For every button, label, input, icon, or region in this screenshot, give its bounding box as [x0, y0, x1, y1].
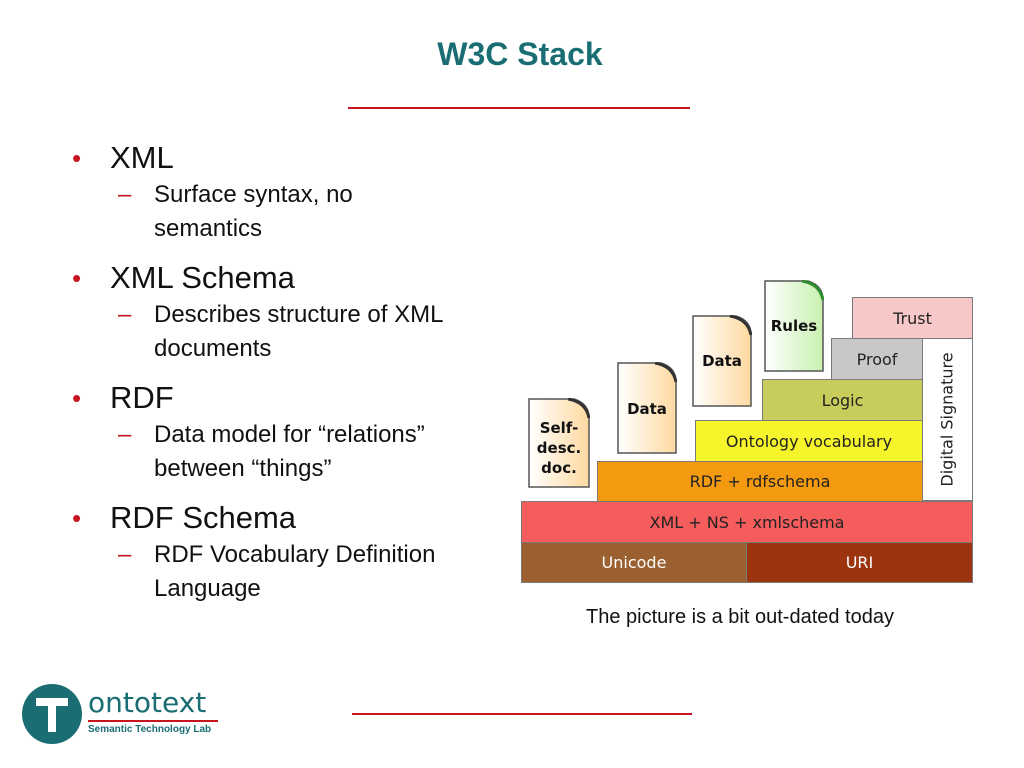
dash-icon: –: [118, 301, 132, 328]
dash-icon: –: [118, 421, 132, 448]
sub-bullet-line: documents: [154, 335, 272, 362]
bullet-item: • XML Schema – Describes structure of XML…: [72, 260, 512, 366]
bullet-item: • XML – Surface syntax, no semantics: [72, 140, 512, 246]
layer-label: RDF + rdfschema: [689, 472, 831, 491]
ontotext-logo: ontotext Semantic Technology Lab: [22, 684, 222, 746]
bullet-item: •RDF Schema – RDF Vocabulary Definition …: [72, 500, 512, 606]
doc-rules: Rules: [764, 280, 824, 372]
document-icon: [528, 398, 590, 488]
doc-label-line: desc.: [536, 439, 582, 457]
layer-ontology: Ontology vocabulary: [695, 420, 923, 462]
layer-label: Digital Signature: [938, 352, 958, 487]
sub-bullet-line: RDF Vocabulary Definition: [154, 541, 436, 568]
doc-data-1: Data: [617, 362, 677, 454]
title-underline: [348, 107, 690, 109]
layer-proof: Proof: [831, 338, 923, 380]
bullet-text: XML Schema: [110, 260, 295, 295]
doc-data-2: Data: [692, 315, 752, 407]
bullet-dot-icon: •: [72, 263, 82, 293]
layer-digital-signature: Digital Signature: [922, 338, 973, 501]
doc-self-desc: Self- desc. doc.: [528, 398, 590, 488]
layer-label: Ontology vocabulary: [725, 431, 893, 451]
dash-icon: –: [118, 541, 132, 568]
layer-rdf: RDF + rdfschema: [597, 461, 923, 502]
document-icon: [764, 280, 824, 372]
logo-underline: [88, 720, 218, 722]
doc-label-line: doc.: [541, 459, 577, 477]
bullet-item: • RDF – Data model for “relations” betwee…: [72, 380, 512, 486]
logo-name: ontotext: [88, 686, 207, 719]
sub-bullet-line: between “things”: [154, 455, 332, 482]
sub-bullet-line: Surface syntax, no: [154, 181, 353, 208]
footer-rule: [352, 713, 692, 715]
layer-label: URI: [845, 553, 874, 572]
layer-xml-ns: XML + NS + xmlschema: [521, 501, 973, 543]
bullet-dot-icon: •: [72, 383, 82, 413]
layer-label: XML + NS + xmlschema: [649, 512, 845, 532]
layer-label: Logic: [821, 390, 864, 410]
doc-label: Rules: [770, 317, 818, 335]
diagram-caption: The picture is a bit out-dated today: [586, 606, 894, 628]
bullet-dot-icon: •: [72, 503, 82, 533]
bullet-text: XML: [110, 140, 174, 175]
sub-bullet-line: Language: [154, 575, 261, 602]
logo-mark: [22, 684, 82, 744]
layer-label: Unicode: [601, 553, 667, 572]
document-icon: [617, 362, 677, 454]
document-icon: [692, 315, 752, 407]
bullet-list: • XML – Surface syntax, no semantics • XML…: [72, 140, 512, 620]
bullet-text: RDF Schema: [110, 500, 297, 535]
layer-label: Trust: [893, 308, 932, 328]
layer-uri: URI: [746, 542, 973, 583]
slide-title: W3C Stack: [437, 36, 603, 72]
t-letter-icon: [36, 698, 68, 732]
layer-logic: Logic: [762, 379, 923, 421]
bullet-dot-icon: •: [72, 143, 82, 173]
dash-icon: –: [118, 181, 132, 208]
doc-label-line: Self-: [539, 419, 579, 437]
layer-label: Proof: [856, 349, 898, 369]
bullet-text: RDF: [110, 380, 174, 415]
sub-bullet-line: Data model for “relations”: [154, 421, 425, 448]
doc-label: Data: [627, 400, 667, 418]
sub-bullet-line: semantics: [154, 215, 263, 242]
layer-unicode: Unicode: [521, 542, 747, 583]
doc-label: Data: [702, 352, 742, 370]
logo-tagline: Semantic Technology Lab: [88, 724, 212, 735]
layer-trust: Trust: [852, 297, 973, 339]
sub-bullet-line: Describes structure of XML: [154, 301, 444, 328]
